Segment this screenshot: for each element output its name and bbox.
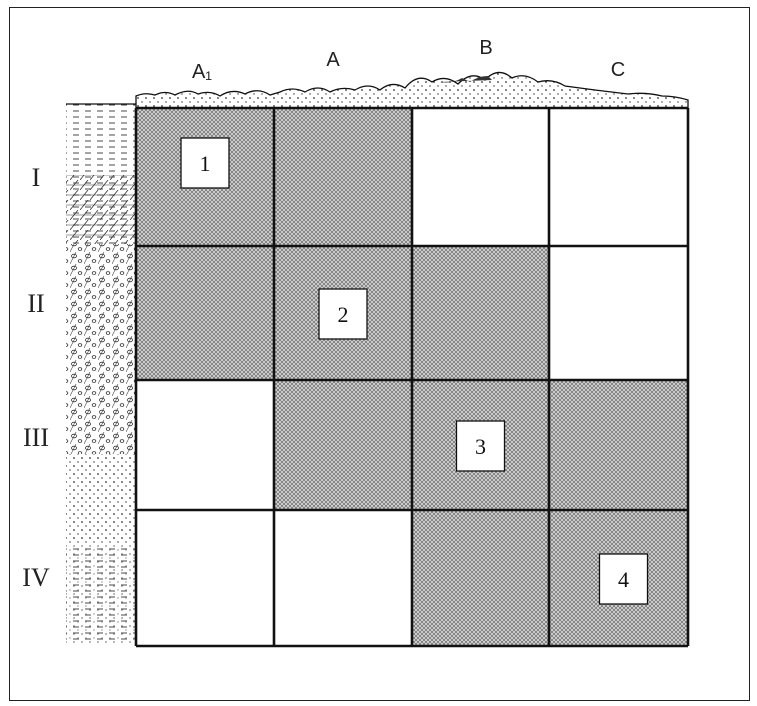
cell-label-number: 4 — [618, 567, 629, 592]
shaded-cell — [136, 246, 274, 380]
blank-cell — [136, 380, 274, 510]
column-label: C — [611, 59, 625, 81]
soil-profile-column — [66, 104, 136, 644]
column-label: B — [479, 37, 492, 59]
shaded-cell — [412, 510, 549, 646]
column-labels: A₁ A B C — [192, 37, 625, 83]
shaded-cell — [274, 380, 412, 510]
row-label: II — [27, 289, 44, 318]
row-label: IV — [22, 563, 50, 592]
shaded-cell — [274, 108, 412, 246]
blank-cell — [549, 246, 688, 380]
column-label: A — [326, 49, 340, 71]
blank-cell — [136, 510, 274, 646]
row-label: I — [32, 163, 41, 192]
blank-cell — [549, 108, 688, 246]
shaded-cell — [412, 246, 549, 380]
blank-cell — [412, 108, 549, 246]
cell-label-number: 3 — [475, 434, 486, 459]
column-label: A₁ — [192, 61, 212, 83]
surface-relief — [136, 72, 688, 108]
shaded-cell — [549, 380, 688, 510]
cell-label-number: 2 — [338, 302, 349, 327]
blank-cell — [274, 510, 412, 646]
row-label: III — [23, 423, 49, 452]
cell-label-number: 1 — [200, 151, 211, 176]
